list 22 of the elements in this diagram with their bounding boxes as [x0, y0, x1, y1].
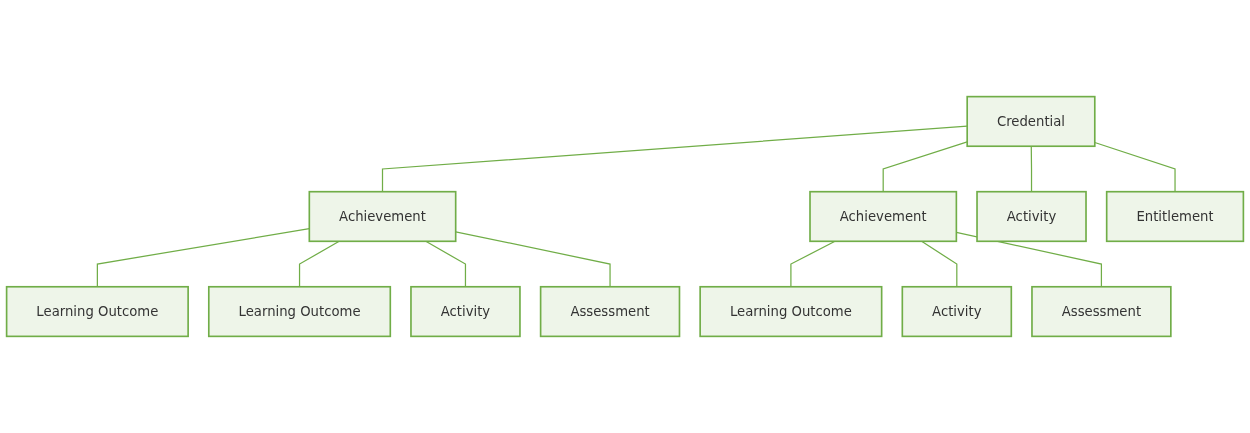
node-box: Learning Outcome	[699, 285, 883, 338]
node-box: Assessment	[1031, 285, 1172, 338]
node-box: Credential	[966, 95, 1096, 148]
connector	[425, 240, 467, 288]
node-box: Activity	[410, 285, 521, 338]
node-box: Achievement	[308, 190, 457, 243]
connector	[96, 228, 310, 288]
connector	[1030, 145, 1033, 193]
connector	[298, 240, 340, 288]
node-box: Activity	[901, 285, 1013, 338]
connector	[455, 231, 611, 288]
node-box: Assessment	[539, 285, 681, 338]
node-box: Learning Outcome	[207, 285, 392, 338]
connector	[921, 240, 958, 288]
connector	[1094, 141, 1176, 193]
connector	[381, 125, 968, 193]
node-box: Activity	[976, 190, 1087, 243]
node-box: Achievement	[809, 190, 958, 243]
node-box: Entitlement	[1105, 190, 1245, 243]
connector	[790, 240, 836, 288]
node-box: Learning Outcome	[5, 285, 189, 338]
connector	[882, 141, 968, 193]
